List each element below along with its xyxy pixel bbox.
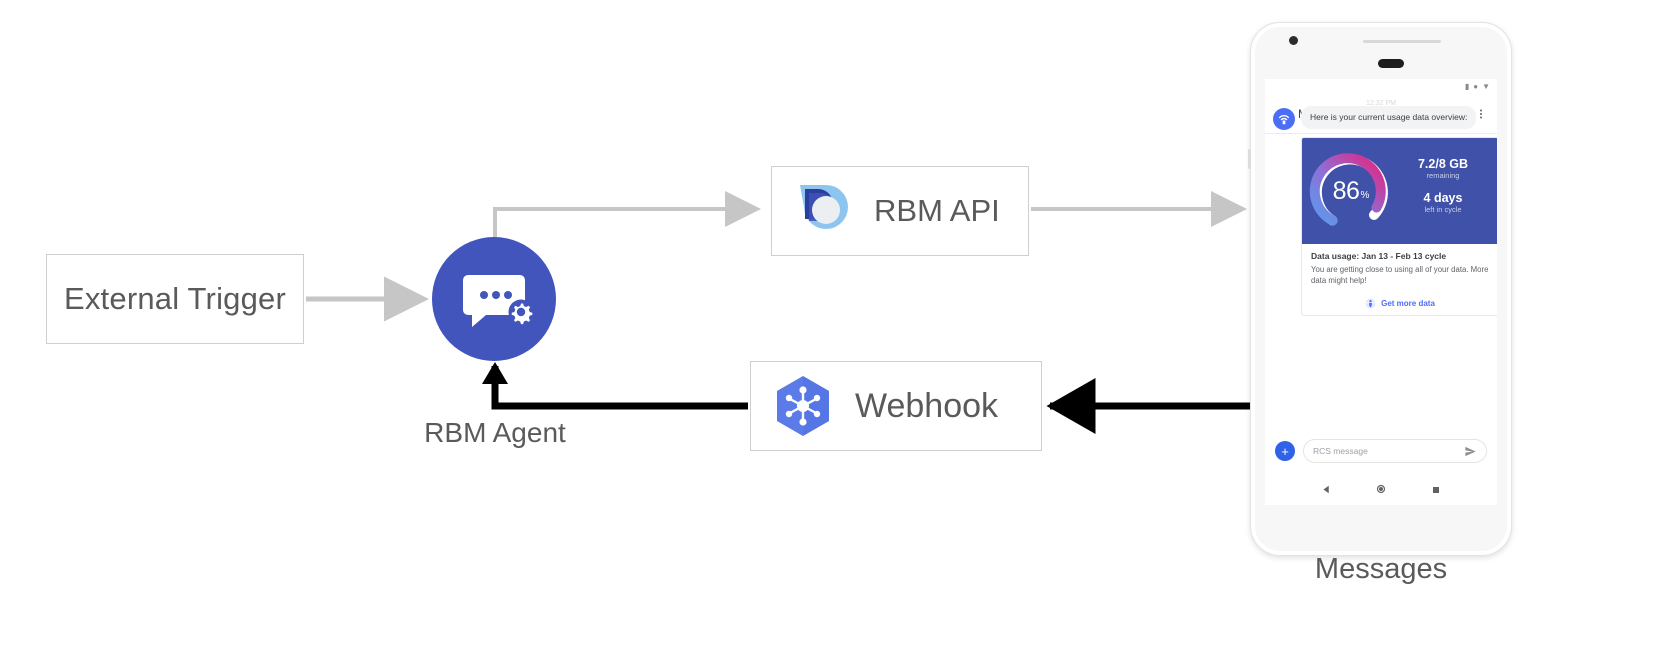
card-hero: 86 % 7.2/8 GB remaining 4 days left in c… <box>1302 138 1497 244</box>
rbm-api-label: RBM API <box>874 193 1000 228</box>
gauge-percent: 86 <box>1332 176 1360 205</box>
webhook-label: Webhook <box>855 386 999 425</box>
conversation-area: 12:32 PM Here is your current usage data… <box>1265 100 1497 316</box>
card-description: You are getting close to using all of yo… <box>1311 265 1489 286</box>
external-trigger-label: External Trigger <box>63 281 287 316</box>
get-more-data-button[interactable]: Get more data <box>1302 291 1497 315</box>
phone-screen: ▮ ● ▼ My Carrier 12:32 PM <box>1265 79 1497 505</box>
data-remaining-label: remaining <box>1426 171 1460 180</box>
card-body: Data usage: Jan 13 - Feb 13 cycle You ar… <box>1302 244 1497 291</box>
rbm-api-node[interactable]: RBM API <box>771 166 1029 256</box>
send-icon[interactable] <box>1464 445 1477 458</box>
nav-back-icon[interactable] <box>1322 481 1331 499</box>
hero-stats: 7.2/8 GB remaining 4 days left in cycle <box>1398 157 1488 226</box>
wifi-dot-icon: ● <box>1473 82 1479 91</box>
front-camera-icon <box>1289 36 1298 45</box>
overflow-menu-icon[interactable] <box>1475 108 1487 120</box>
earpiece-speaker <box>1378 59 1404 68</box>
phone-mockup: ▮ ● ▼ My Carrier 12:32 PM <box>1248 22 1512 556</box>
days-left-value: 4 days <box>1423 191 1463 205</box>
plus-icon[interactable]: + <box>1275 441 1295 461</box>
rich-card[interactable]: 86 % 7.2/8 GB remaining 4 days left in c… <box>1301 137 1497 316</box>
incoming-message-row: Here is your current usage data overview… <box>1273 106 1489 130</box>
chat-gear-icon <box>463 275 534 327</box>
rbm-agent-label: RBM Agent <box>424 417 566 448</box>
power-button[interactable] <box>1248 149 1251 169</box>
message-bubble: Here is your current usage data overview… <box>1301 106 1477 130</box>
message-composer: + RCS message <box>1265 431 1497 471</box>
gauge-percent-symbol: % <box>1360 190 1370 201</box>
webhook-node[interactable]: Webhook <box>750 361 1042 451</box>
data-remaining-value: 7.2/8 GB <box>1417 156 1469 171</box>
top-speaker <box>1363 40 1441 43</box>
messages-label: Messages <box>1314 553 1448 585</box>
rbm-agent-node[interactable] <box>432 237 556 361</box>
battery-icon: ▼ <box>1482 82 1490 91</box>
globe-icon <box>1366 298 1376 308</box>
rcs-input-placeholder: RCS message <box>1313 446 1368 456</box>
external-trigger-node[interactable]: External Trigger <box>46 254 304 344</box>
nav-home-icon[interactable] <box>1376 481 1386 499</box>
carrier-signal-icon <box>1273 108 1295 130</box>
card-title: Data usage: Jan 13 - Feb 13 cycle <box>1311 251 1447 261</box>
hexagon-nodes-icon <box>777 376 829 436</box>
get-more-data-label: Get more data <box>1381 298 1435 308</box>
usage-gauge: 86 % <box>1308 148 1394 234</box>
gauge-value: 86 % <box>1308 148 1394 234</box>
signal-icon: ▮ <box>1464 82 1470 91</box>
android-nav-bar <box>1265 475 1497 505</box>
days-left-label: left in cycle <box>1424 205 1462 215</box>
status-bar: ▮ ● ▼ <box>1265 79 1497 95</box>
rbm-droplet-icon <box>800 185 848 229</box>
nav-recents-icon[interactable] <box>1432 481 1440 499</box>
rcs-message-input[interactable]: RCS message <box>1303 439 1487 463</box>
